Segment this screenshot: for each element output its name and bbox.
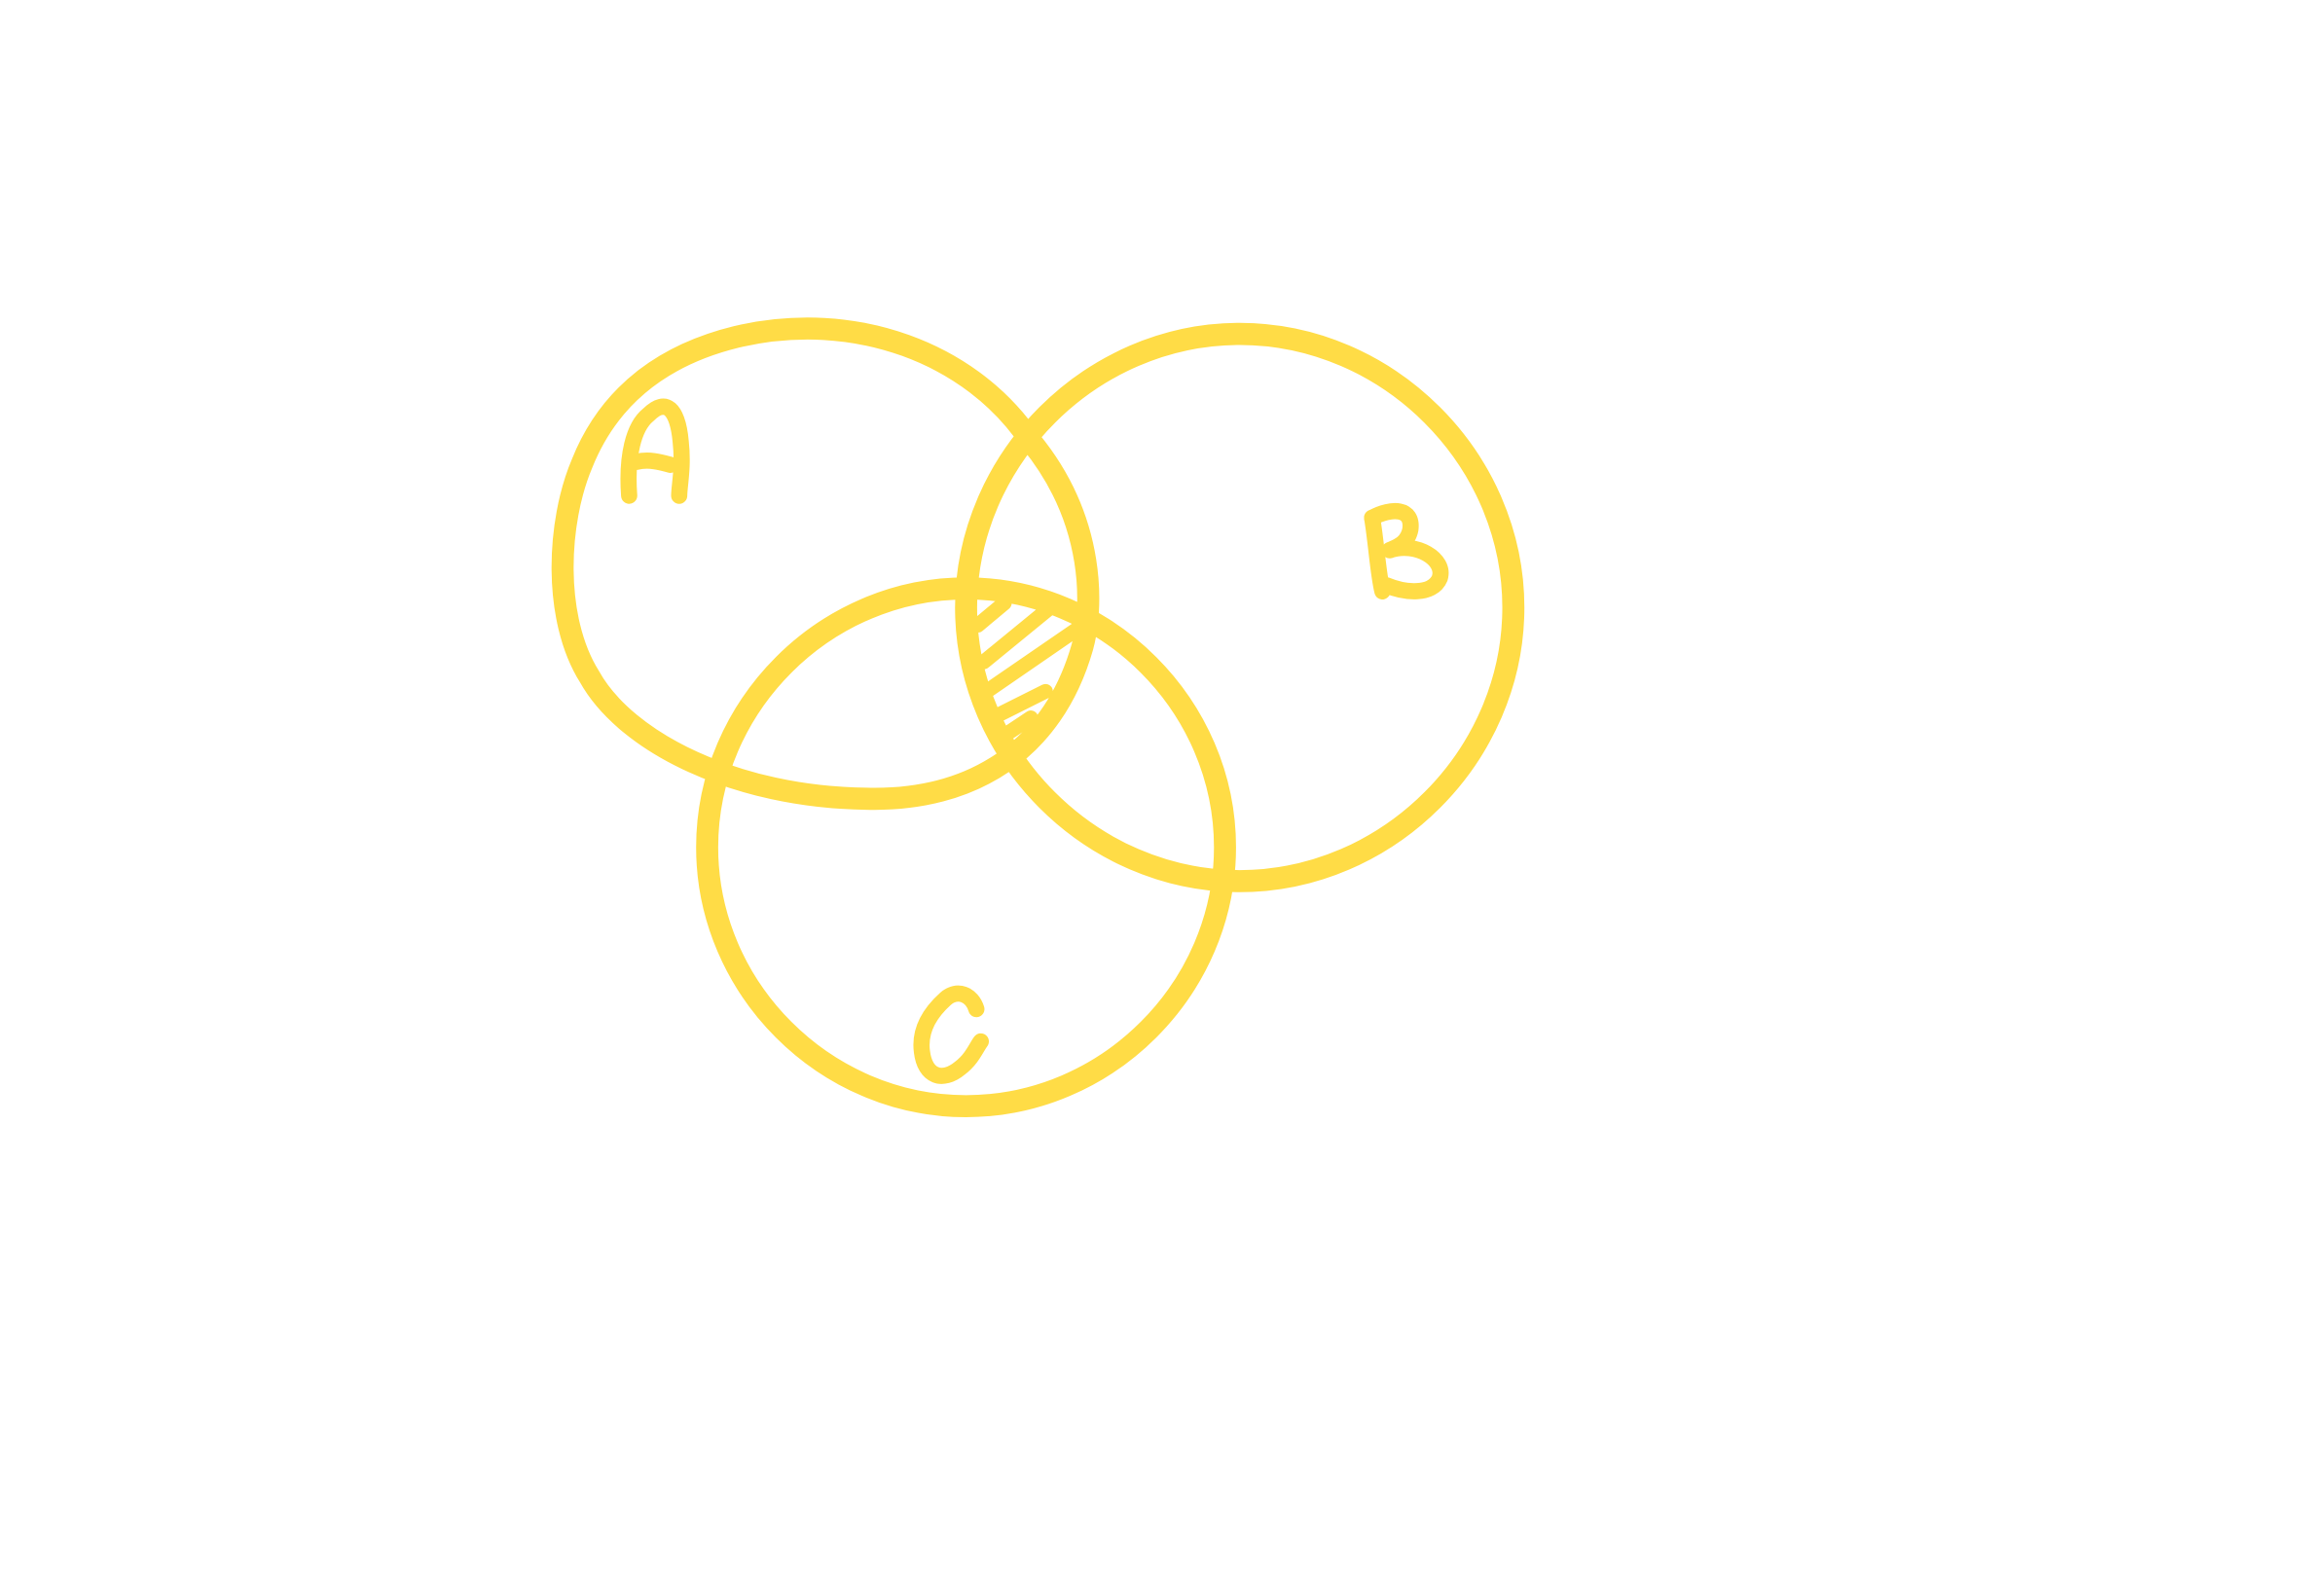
hatch-line	[997, 710, 1039, 744]
hatch-line	[976, 601, 1056, 670]
set-c-label	[913, 985, 989, 1084]
hatch-line	[979, 622, 1084, 699]
set-a-label	[620, 398, 690, 504]
set-c-circle	[696, 577, 1236, 1117]
set-labels	[620, 398, 1449, 1084]
set-b-circle	[955, 322, 1525, 892]
set-b-label	[1364, 502, 1449, 599]
hatch-line	[970, 596, 1012, 633]
hatch-line	[988, 683, 1053, 724]
set-a-circle	[551, 317, 1100, 811]
shaded-region-hatching	[970, 596, 1084, 744]
set-circles	[551, 317, 1525, 1117]
